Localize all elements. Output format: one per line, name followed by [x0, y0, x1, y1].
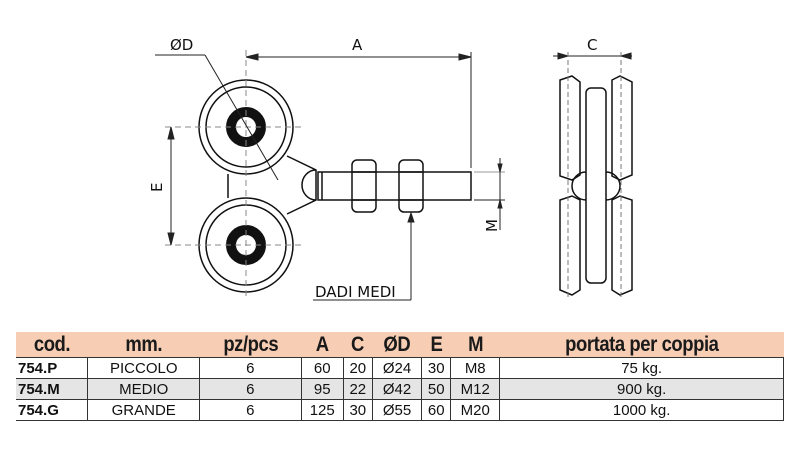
cell-pcs: 6 — [199, 357, 302, 379]
header-a: A — [303, 332, 341, 358]
technical-drawing: ØD A C E M DADI MEDI — [148, 36, 633, 301]
header-e: E — [423, 332, 449, 358]
cell-mm: PICCOLO — [87, 357, 200, 379]
cell-c: 30 — [342, 399, 373, 421]
cell-pcs: 6 — [199, 399, 302, 421]
header-mm: mm. — [94, 332, 193, 358]
threaded-rod — [317, 171, 472, 201]
header-cod: cod. — [20, 332, 84, 358]
cell-e: 50 — [421, 378, 451, 400]
cell-a: 60 — [300, 357, 344, 379]
label-diameter: ØD — [170, 36, 193, 54]
label-c: C — [587, 36, 597, 54]
cell-m: M20 — [450, 399, 500, 421]
side-view — [559, 75, 633, 296]
cell-m: M8 — [450, 357, 500, 379]
cell-mm: GRANDE — [87, 399, 200, 421]
bracket — [227, 155, 317, 215]
cell-capacity: 75 kg. — [499, 357, 784, 379]
cell-e: 30 — [421, 357, 451, 379]
header-capacity: portata per coppia — [516, 332, 767, 358]
cell-c: 20 — [342, 357, 373, 379]
label-e: E — [148, 183, 166, 192]
nut-2 — [398, 159, 424, 213]
cell-cod: 754.M — [16, 378, 88, 400]
table-header: cod. mm. pz/pcs A C ØD E M portata per c… — [16, 332, 784, 358]
specs-table: cod. mm. pz/pcs A C ØD E M portata per c… — [16, 332, 784, 421]
cell-a: 95 — [300, 378, 344, 400]
cell-d: Ø42 — [371, 378, 422, 400]
cell-capacity: 900 kg. — [499, 378, 784, 400]
table-row: 754.M MEDIO 6 95 22 Ø42 50 M12 900 kg. — [16, 378, 784, 400]
label-m: M — [483, 219, 501, 232]
cell-a: 125 — [300, 399, 344, 421]
cell-m: M12 — [450, 378, 500, 400]
table-row: 754.G GRANDE 6 125 30 Ø55 60 M20 1000 kg… — [16, 399, 784, 421]
header-m: M — [453, 332, 497, 358]
table-row: 754.P PICCOLO 6 60 20 Ø24 30 M8 75 kg. — [16, 357, 784, 379]
label-nuts: DADI MEDI — [315, 283, 396, 301]
cell-capacity: 1000 kg. — [499, 399, 784, 421]
cell-cod: 754.P — [16, 357, 88, 379]
nut-1 — [351, 159, 377, 213]
cell-cod: 754.G — [16, 399, 88, 421]
header-pcs: pz/pcs — [205, 332, 295, 358]
header-c: C — [345, 332, 371, 358]
cell-c: 22 — [342, 378, 373, 400]
cell-mm: MEDIO — [87, 378, 200, 400]
cell-d: Ø24 — [371, 357, 422, 379]
header-d: ØD — [375, 332, 419, 358]
cell-d: Ø55 — [371, 399, 422, 421]
cell-e: 60 — [421, 399, 451, 421]
label-a: A — [352, 36, 363, 54]
cell-pcs: 6 — [199, 378, 302, 400]
